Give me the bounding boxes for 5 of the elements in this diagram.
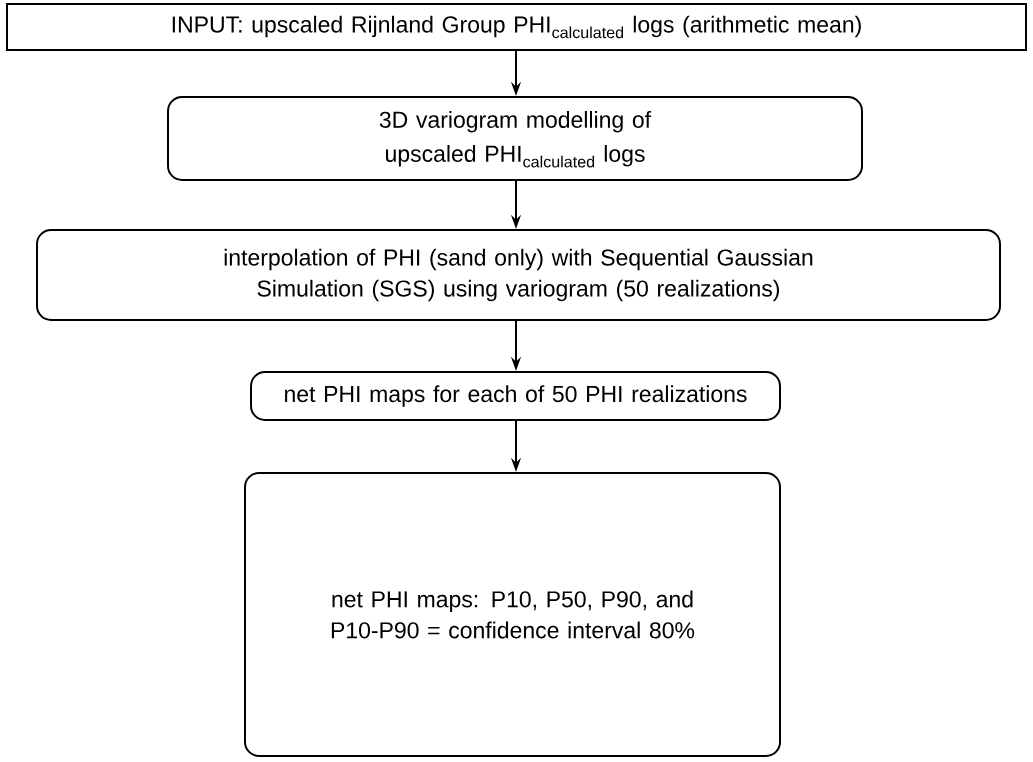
process-box: net PHI maps for each of 50 PHI realizations	[250, 371, 781, 421]
output-box: net PHI maps: P10, P50, P90, and P10-P90 = confidence interval 80%	[244, 472, 781, 757]
input-box: $\text{INPUT: upscaled Rijnland Group PHI}_{\text{calculated}}\text{ logs (arithmetic mean)}$	[6, 3, 1027, 51]
process-box: $\begin{gathered}\text{3D variogram modelling of}\\ \text{upscaled PHI}_{\text{calculated}}\text{ logs}\end{gathered}$	[167, 96, 863, 181]
process-box: interpolation of PHI (sand only) with Sequential Gaussian Simulation (SGS) using variogram (50 realizations)	[36, 229, 1001, 321]
